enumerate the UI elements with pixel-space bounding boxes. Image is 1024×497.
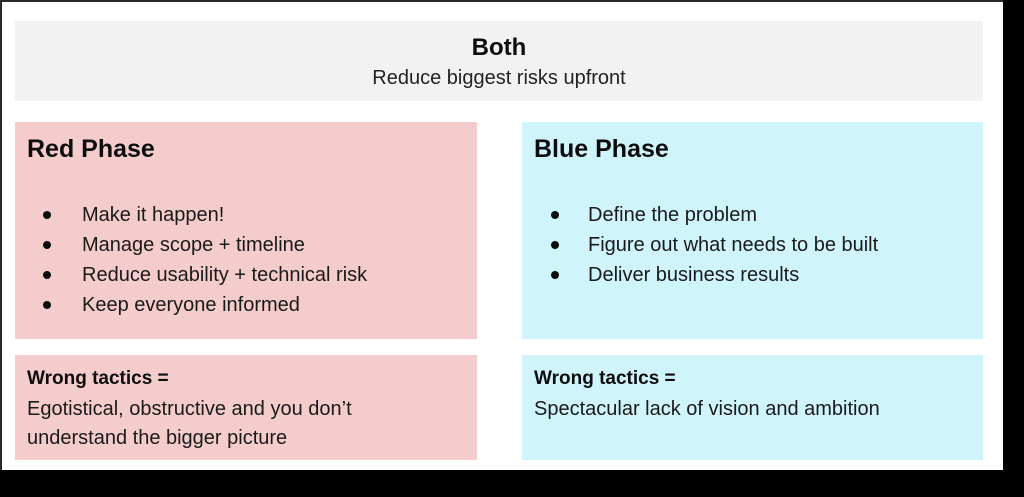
both-box: Both Reduce biggest risks upfront <box>15 21 983 101</box>
bullet-icon <box>43 271 51 279</box>
red-wrong-tactics-box: Wrong tactics = Egotistical, obstructive… <box>15 355 477 460</box>
list-item: Keep everyone informed <box>15 290 367 320</box>
bullet-icon <box>551 271 559 279</box>
both-subtitle: Reduce biggest risks upfront <box>372 67 626 89</box>
list-item-label: Figure out what needs to be built <box>588 234 879 256</box>
list-item-label: Make it happen! <box>82 204 225 226</box>
blue-wrong-tactics-label: Wrong tactics = <box>534 368 676 389</box>
red-phase-list: Make it happen! Manage scope + timeline … <box>15 200 367 320</box>
list-item-label: Define the problem <box>588 204 757 226</box>
blue-phase-list: Define the problem Figure out what needs… <box>522 200 878 290</box>
list-item-label: Deliver business results <box>588 264 800 286</box>
list-item: Deliver business results <box>522 260 878 290</box>
list-item-label: Reduce usability + technical risk <box>82 264 368 286</box>
list-item-label: Keep everyone informed <box>82 294 300 316</box>
bullet-icon <box>43 211 51 219</box>
blue-wrong-tactics-box: Wrong tactics = Spectacular lack of visi… <box>522 355 983 460</box>
blue-phase-box: Blue Phase Define the problem Figure out… <box>522 122 983 339</box>
red-wrong-tactics-description: Egotistical, obstructive and you don’t u… <box>27 398 352 449</box>
list-item: Manage scope + timeline <box>15 230 367 260</box>
list-item: Define the problem <box>522 200 878 230</box>
blue-phase-title: Blue Phase <box>534 135 669 163</box>
bullet-icon <box>43 241 51 249</box>
both-title: Both <box>471 34 527 61</box>
red-phase-title: Red Phase <box>27 135 155 163</box>
bullet-icon <box>551 211 559 219</box>
bullet-icon <box>43 301 51 309</box>
red-phase-box: Red Phase Make it happen! Manage scope +… <box>15 122 477 339</box>
list-item: Make it happen! <box>15 200 367 230</box>
red-wrong-tactics-label: Wrong tactics = <box>27 368 169 389</box>
blue-wrong-tactics-description: Spectacular lack of vision and ambition <box>534 398 880 420</box>
list-item-label: Manage scope + timeline <box>82 234 305 256</box>
list-item: Figure out what needs to be built <box>522 230 878 260</box>
bullet-icon <box>551 241 559 249</box>
list-item: Reduce usability + technical risk <box>15 260 367 290</box>
